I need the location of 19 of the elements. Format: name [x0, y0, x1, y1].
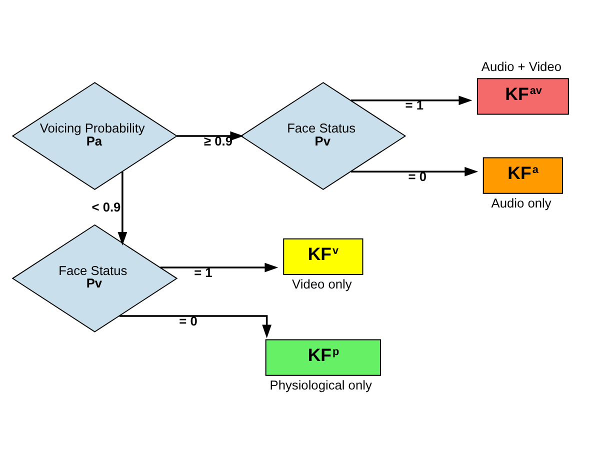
arrow — [119, 314, 272, 338]
edge-label: = 1 — [405, 97, 424, 112]
arrow — [160, 262, 278, 272]
node-diamond: Voicing Probability Pa — [12, 82, 178, 190]
node-label: Audio only — [491, 195, 552, 210]
edge-label: < 0.9 — [92, 199, 121, 214]
edge-label: ≥ 0.9 — [204, 132, 232, 148]
edge-label: = 0 — [179, 312, 198, 328]
edge-label: = 0 — [408, 168, 426, 184]
node-label: Video only — [292, 276, 352, 292]
node-diamond: Face Status Pv — [240, 82, 406, 190]
arrow — [350, 166, 478, 176]
node-diamond: Face Status Pv — [12, 224, 178, 332]
node-label: Audio + Video — [481, 58, 562, 74]
node-label: Physiological only — [270, 377, 372, 392]
arrow — [176, 130, 244, 140]
edge-label: = 1 — [194, 264, 212, 280]
arrow — [350, 95, 472, 105]
arrow — [118, 171, 128, 245]
